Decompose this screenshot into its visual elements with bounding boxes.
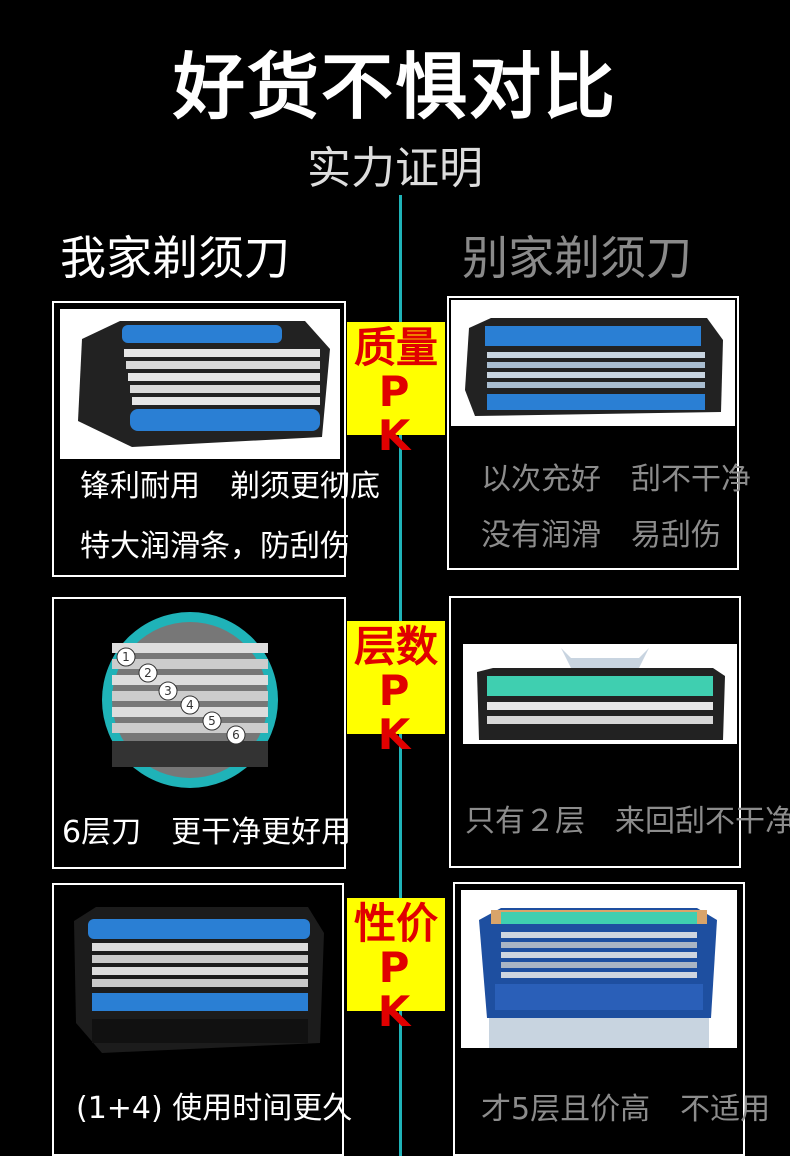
- ours-layers-panel: 1 2 3 4 5 6 6层刀 更干净更好用: [52, 597, 351, 869]
- theirs-quality-panel: 以次充好 刮不干净 没有润滑 易刮伤: [447, 296, 751, 570]
- theirs-layers-panel: 只有２层 来回刮不干净: [449, 596, 790, 868]
- layers-pk-text: P K: [377, 666, 425, 760]
- column-heading-ours: 我家剃须刀: [60, 231, 290, 285]
- quality-pk-label: 质量: [353, 323, 438, 372]
- theirs-quality-caption-2: 没有润滑 易刮伤: [481, 518, 721, 553]
- theirs-layers-caption: 只有２层 来回刮不干净: [465, 804, 790, 839]
- layers-pk-label: 层数: [353, 622, 438, 671]
- ours-quality-caption-1: 锋利耐用 剃须更彻底: [80, 469, 380, 504]
- value-pk-badge: 性价 P K: [347, 898, 445, 1034]
- value-pk-label: 性价: [353, 899, 438, 948]
- ours-quality-razor-image: [60, 309, 340, 459]
- ours-value-razor-image: [74, 907, 324, 1053]
- blade-number-4: 4: [186, 698, 194, 712]
- ours-layers-caption: 6层刀 更干净更好用: [62, 815, 352, 850]
- page-subtitle: 实力证明: [307, 143, 483, 194]
- theirs-value-panel: 才5层且价高 不适用: [453, 882, 770, 1156]
- ours-layers-zoom-image: 1 2 3 4 5 6: [102, 612, 278, 788]
- theirs-layers-razor-image: [463, 644, 737, 744]
- layers-pk-badge: 层数 P K: [347, 621, 445, 757]
- blade-number-3: 3: [164, 684, 172, 698]
- theirs-value-caption: 才5层且价高 不适用: [481, 1092, 771, 1127]
- column-heading-theirs: 别家剃须刀: [462, 231, 692, 285]
- theirs-quality-caption-1: 以次充好 刮不干净: [481, 462, 751, 497]
- quality-pk-text: P K: [377, 367, 425, 461]
- theirs-quality-razor-image: [451, 300, 735, 426]
- value-pk-text: P K: [377, 943, 425, 1037]
- page-title: 好货不惧对比: [172, 45, 617, 129]
- blade-number-6: 6: [232, 728, 240, 742]
- ours-value-caption: (1+4) 使用时间更久: [76, 1091, 353, 1126]
- ours-quality-panel: 锋利耐用 剃须更彻底 特大润滑条，防刮伤: [52, 301, 380, 577]
- quality-pk-badge: 质量 P K: [347, 322, 445, 458]
- ours-value-panel: (1+4) 使用时间更久: [52, 883, 352, 1156]
- blade-number-2: 2: [144, 666, 152, 680]
- blade-number-5: 5: [208, 714, 216, 728]
- blade-number-1: 1: [122, 650, 130, 664]
- theirs-value-razor-image: [461, 890, 737, 1048]
- ours-quality-caption-2: 特大润滑条，防刮伤: [80, 529, 350, 564]
